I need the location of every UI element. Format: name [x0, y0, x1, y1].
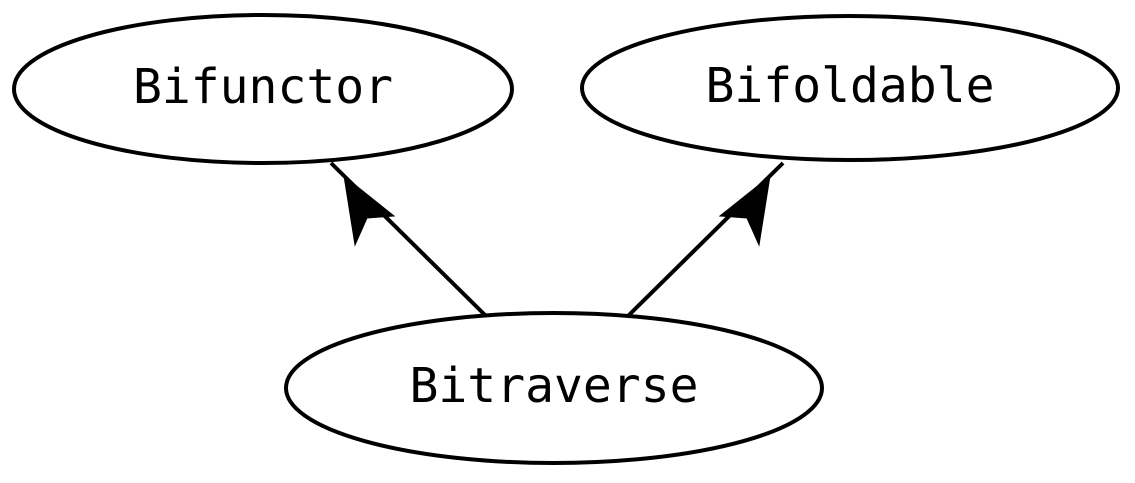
node-bifoldable-ellipse — [580, 14, 1120, 162]
node-bifunctor-label: Bifunctor — [133, 59, 393, 115]
node-bifunctor-ellipse — [12, 13, 514, 165]
node-bifoldable-label: Bifoldable — [706, 58, 995, 114]
node-bifunctor[interactable]: Bifunctor — [12, 13, 514, 165]
edge-bitraverse-to-bifunctor[interactable] — [329, 161, 488, 318]
node-bitraverse-ellipse — [284, 311, 824, 465]
edge-bitraverse-to-bifoldable[interactable] — [625, 161, 785, 319]
node-bitraverse-label: Bitraverse — [410, 358, 699, 414]
arrowhead-bifunctor — [343, 174, 396, 247]
arrowhead-bifoldable — [718, 174, 771, 247]
node-bitraverse[interactable]: Bitraverse — [284, 311, 824, 465]
node-bifoldable[interactable]: Bifoldable — [580, 14, 1120, 162]
